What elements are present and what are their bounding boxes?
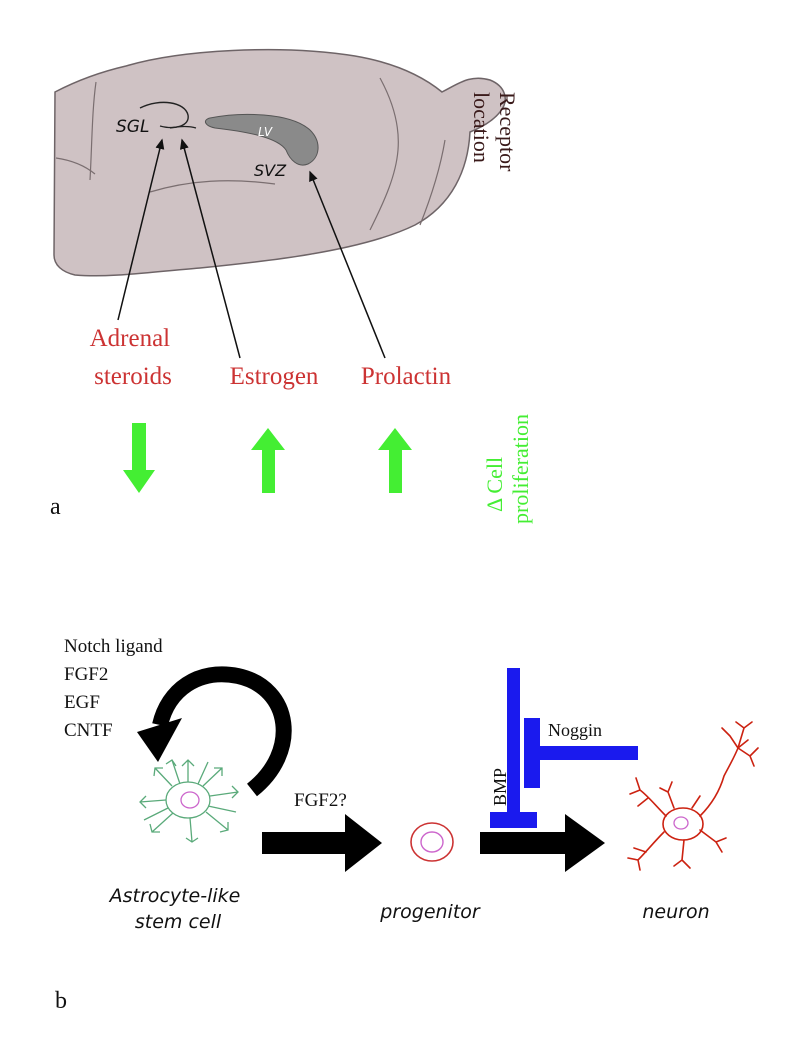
brain-detail <box>419 139 446 226</box>
fgf2-question-label: FGF2? <box>294 790 347 811</box>
cell-prolif-line1: Δ Cell <box>482 457 507 512</box>
factor-item: Notch ligand <box>64 636 163 657</box>
stem-cell-line2: stem cell <box>135 911 222 933</box>
svz-label: SVZ <box>254 161 287 180</box>
factor-item: CNTF <box>64 720 113 741</box>
prolactin-arrow <box>309 170 386 359</box>
self-renewal-arrowhead <box>137 718 182 762</box>
receptor-label-line1: Receptor <box>495 92 520 172</box>
bmp-inhibitor-bracket <box>490 668 537 828</box>
neuron-label: neuron <box>642 901 709 923</box>
brain-detail <box>369 77 399 231</box>
receptor-label: Receptor location <box>469 92 520 177</box>
sgl-label: SGL <box>116 117 149 137</box>
neuron-icon <box>627 721 759 871</box>
panel-b: Notch ligand FGF2 EGF CNTF FGF2? <box>55 636 759 1014</box>
brain-detail <box>55 157 96 175</box>
panel-b-label: b <box>55 988 67 1014</box>
progenitor-cell-icon <box>410 822 454 862</box>
estrogen-label: Estrogen <box>230 363 319 390</box>
stem-cell-label: Astrocyte-like stem cell <box>108 885 247 933</box>
progenitor-nucleus <box>420 831 444 853</box>
prolactin-effect-up-arrow <box>378 428 412 493</box>
cell-prolif-line2: proliferation <box>508 414 533 524</box>
lv-label: LV <box>258 125 273 139</box>
self-renewal-arrow <box>152 666 292 797</box>
neuron-nucleus <box>673 816 689 830</box>
factor-item: EGF <box>64 692 100 713</box>
sgl-structure <box>169 125 197 129</box>
brain-detail <box>149 180 276 193</box>
prolactin-label: Prolactin <box>361 363 452 390</box>
adrenal-line2: steroids <box>94 363 172 390</box>
stem-to-progenitor-arrow <box>262 814 382 872</box>
cell-proliferation-label: Δ Cell proliferation <box>482 414 533 524</box>
estrogen-effect-up-arrow <box>251 428 285 493</box>
progenitor-label: progenitor <box>379 901 481 923</box>
adrenal-arrow <box>117 138 165 321</box>
receptor-label-line2: location <box>469 92 494 163</box>
estrogen-arrow <box>179 138 241 359</box>
lateral-ventricle <box>204 113 319 166</box>
stem-cell-nucleus <box>180 791 200 809</box>
bmp-label: BMP <box>490 768 510 806</box>
panel-a: SGL LV SVZ Receptor location Adrenal ste… <box>50 48 533 524</box>
adrenal-steroids-label: Adrenal steroids <box>90 325 177 390</box>
stem-cell-icon <box>139 759 239 843</box>
noggin-inhibitor <box>524 718 638 788</box>
factor-list: Notch ligand FGF2 EGF CNTF <box>64 636 167 741</box>
progenitor-to-neuron-arrow <box>480 814 605 872</box>
stem-cell-line1: Astrocyte-like <box>108 885 241 907</box>
panel-a-label: a <box>50 494 61 520</box>
brain-detail <box>89 81 97 181</box>
adrenal-line1: Adrenal <box>90 325 171 352</box>
factor-item: FGF2 <box>64 664 108 685</box>
noggin-label: Noggin <box>548 720 602 740</box>
adrenal-effect-down-arrow <box>123 423 155 493</box>
